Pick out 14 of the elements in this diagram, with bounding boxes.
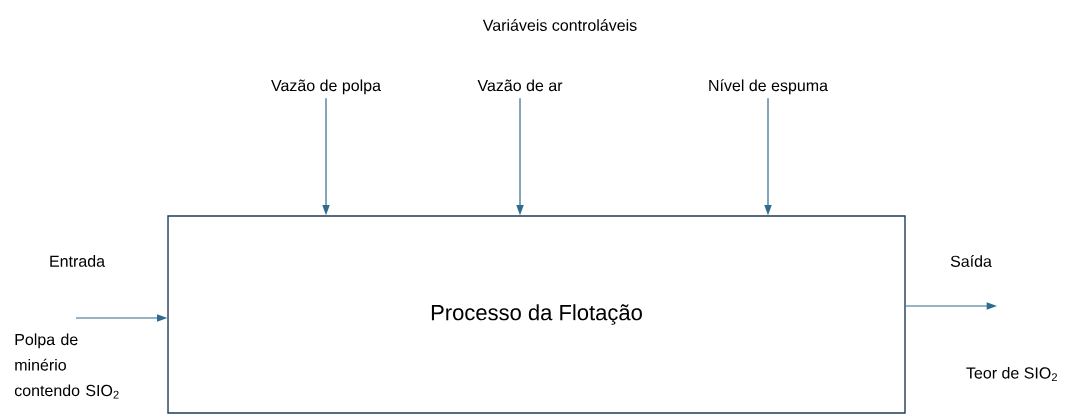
arrow: [516, 97, 524, 216]
arrow: [764, 97, 772, 216]
heading-label: Variáveis controláveis: [482, 19, 637, 31]
input-description: Polpa de minério contendo SIO$_{2}$: [14, 333, 119, 399]
output-description: Teor de SIO$_{2}$: [966, 366, 1057, 382]
process-box: Processo da Flotação: [167, 215, 906, 414]
variable-label: Vazão de ar: [477, 79, 563, 92]
variable-label: Nível de espuma: [709, 79, 828, 95]
variable-label: Vazão de polpa: [271, 79, 381, 95]
arrow: [905, 302, 997, 310]
arrow: [322, 97, 330, 216]
arrow: [75, 314, 168, 322]
input-label: Entrada: [50, 255, 105, 267]
output-label: Saída: [950, 255, 992, 267]
